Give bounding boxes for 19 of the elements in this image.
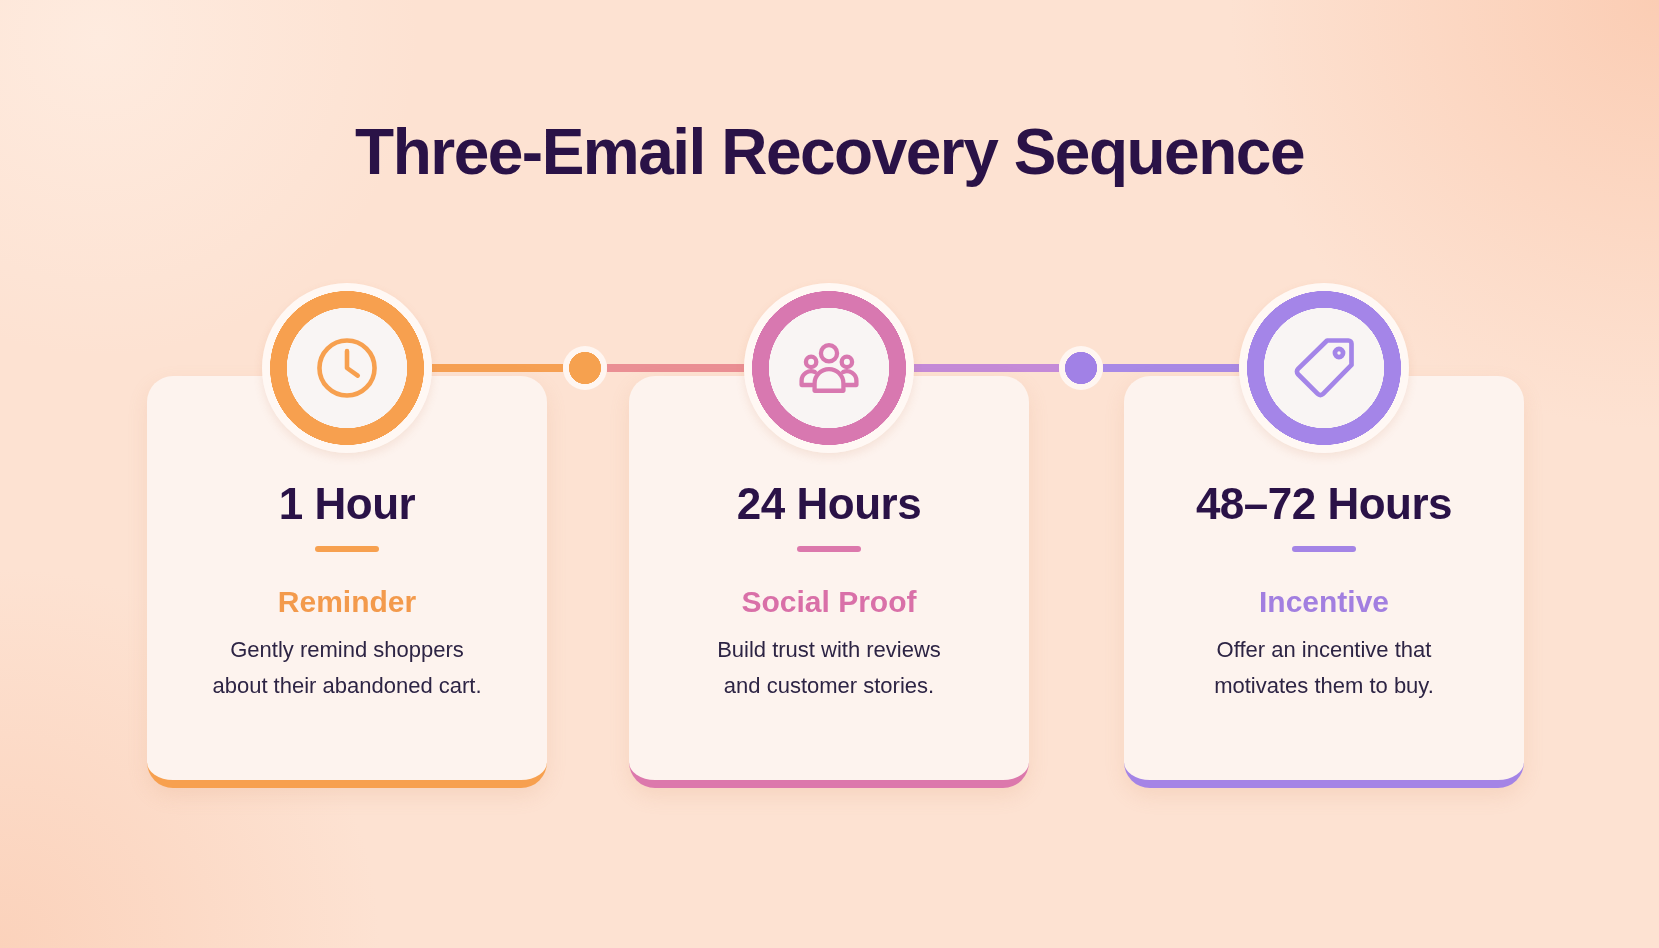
connector-line — [432, 364, 563, 372]
timeline-dot — [563, 346, 607, 390]
step-title: Reminder — [277, 584, 417, 620]
step-card — [629, 376, 1029, 788]
step-card — [147, 376, 547, 788]
step-description: Offer an incentive that motivates them to buy. — [1213, 636, 1435, 700]
step-heading: 1 Hour — [278, 478, 416, 530]
step-description: Gently remind shoppers about their abandoned cart. — [211, 636, 483, 700]
connector-line — [607, 364, 744, 372]
connector-line — [1103, 364, 1239, 372]
step-heading: 24 Hours — [736, 478, 922, 530]
step-title: Social Proof — [741, 584, 917, 620]
step-card — [1124, 376, 1524, 788]
title: Three-Email Recovery Sequence — [355, 115, 1304, 190]
connector-line — [914, 364, 1059, 372]
step-title: Incentive — [1258, 584, 1390, 620]
step-heading: 48–72 Hours — [1195, 478, 1453, 530]
timeline-dot — [1059, 346, 1103, 390]
step-description: Build trust with reviews and customer stories. — [716, 636, 942, 700]
